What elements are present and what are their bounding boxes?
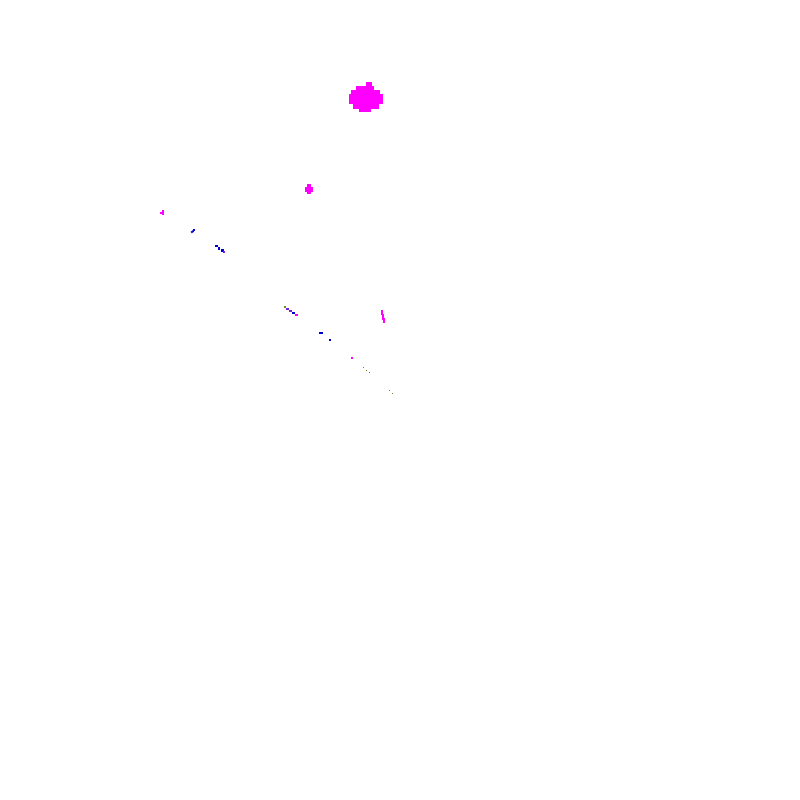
- magenta-vertical-streak: [381, 310, 385, 323]
- blue-dash-3: [319, 332, 331, 341]
- small-dots-trail: [351, 357, 393, 394]
- mixed-streak: [284, 306, 298, 316]
- small-magenta-blob: [305, 184, 313, 194]
- blue-dash-2: [215, 245, 225, 253]
- magenta-dash-left: [160, 210, 164, 215]
- large-magenta-blob: [349, 82, 383, 112]
- blue-dash-1: [190, 229, 195, 234]
